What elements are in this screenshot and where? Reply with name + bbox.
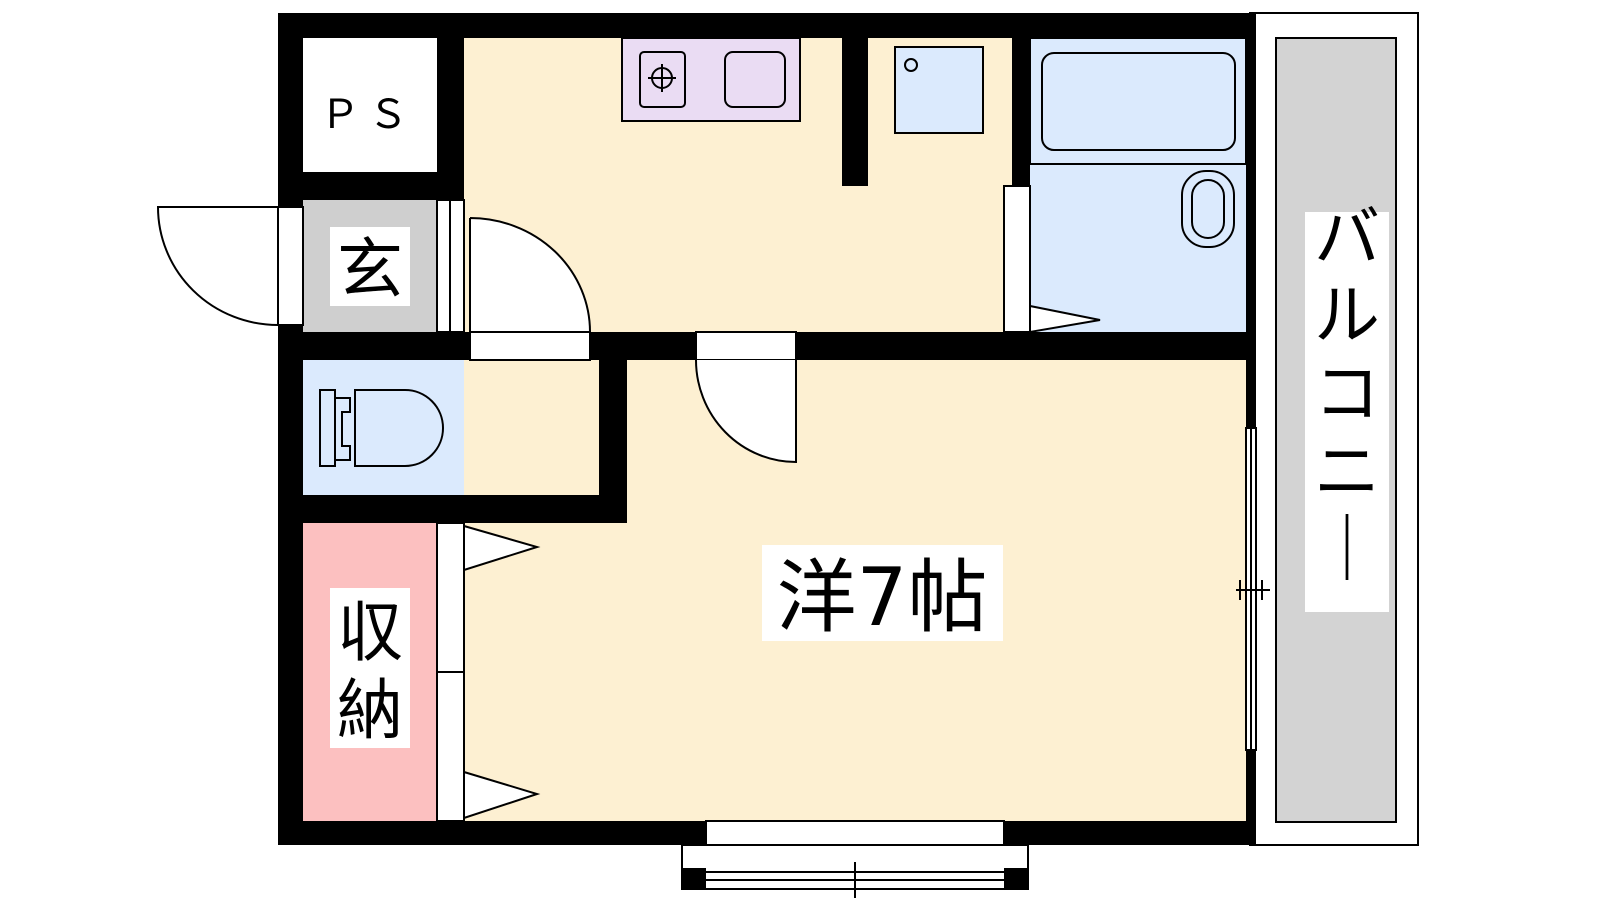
kitchen-door-swing <box>469 217 592 333</box>
bath-toilet-bowl <box>1191 179 1225 239</box>
toilet-seat-joint <box>335 397 351 461</box>
storage-toilet-wall <box>303 495 627 523</box>
ps-floor <box>303 38 437 172</box>
storage-door-swing-bottom <box>463 770 541 820</box>
ps-label: ＰＳ <box>320 92 416 138</box>
balcony-label: バルコニ｜ <box>1305 199 1389 612</box>
storage-door-swing-top <box>463 524 541 572</box>
western-door-swing <box>695 359 797 464</box>
balcony-char: ｜ <box>1314 511 1380 588</box>
toilet-tank <box>319 389 336 467</box>
bath-door-swing <box>1029 304 1101 334</box>
kitchen-sink <box>724 51 786 108</box>
south-window <box>705 820 1005 846</box>
balcony-char: コ <box>1314 355 1380 432</box>
storage-text-1: 収 <box>337 594 403 671</box>
kitchen-partition <box>842 38 868 186</box>
bath-door-opening <box>1003 185 1031 333</box>
washer-drain <box>904 58 918 72</box>
washer-space <box>894 46 984 134</box>
western-room-floor-left <box>464 523 627 821</box>
storage-label: 収 納 <box>330 588 410 749</box>
front-door-opening <box>277 206 304 326</box>
bath-toilet <box>1181 170 1235 248</box>
entrance-label: 玄 <box>330 227 410 308</box>
toilet-bowl <box>354 389 444 467</box>
balcony-char: ル <box>1314 277 1380 354</box>
balcony-text: バルコニ｜ <box>1314 199 1380 588</box>
balcony-char: バ <box>1314 199 1380 276</box>
western-door-opening <box>695 331 797 361</box>
front-door-swing <box>156 206 279 326</box>
balcony-char: ニ <box>1314 433 1380 510</box>
entrance-text: 玄 <box>337 231 403 308</box>
south-window-post-left <box>682 868 706 889</box>
bathtub-inner <box>1041 52 1236 151</box>
ps-text: ＰＳ <box>320 92 416 138</box>
toilet-door-opening <box>469 331 591 361</box>
south-window-post-right <box>1004 868 1028 889</box>
western-room-text: 洋7帖 <box>777 551 988 644</box>
western-room-label: 洋7帖 <box>762 545 1003 644</box>
storage-text-2: 納 <box>337 672 403 749</box>
